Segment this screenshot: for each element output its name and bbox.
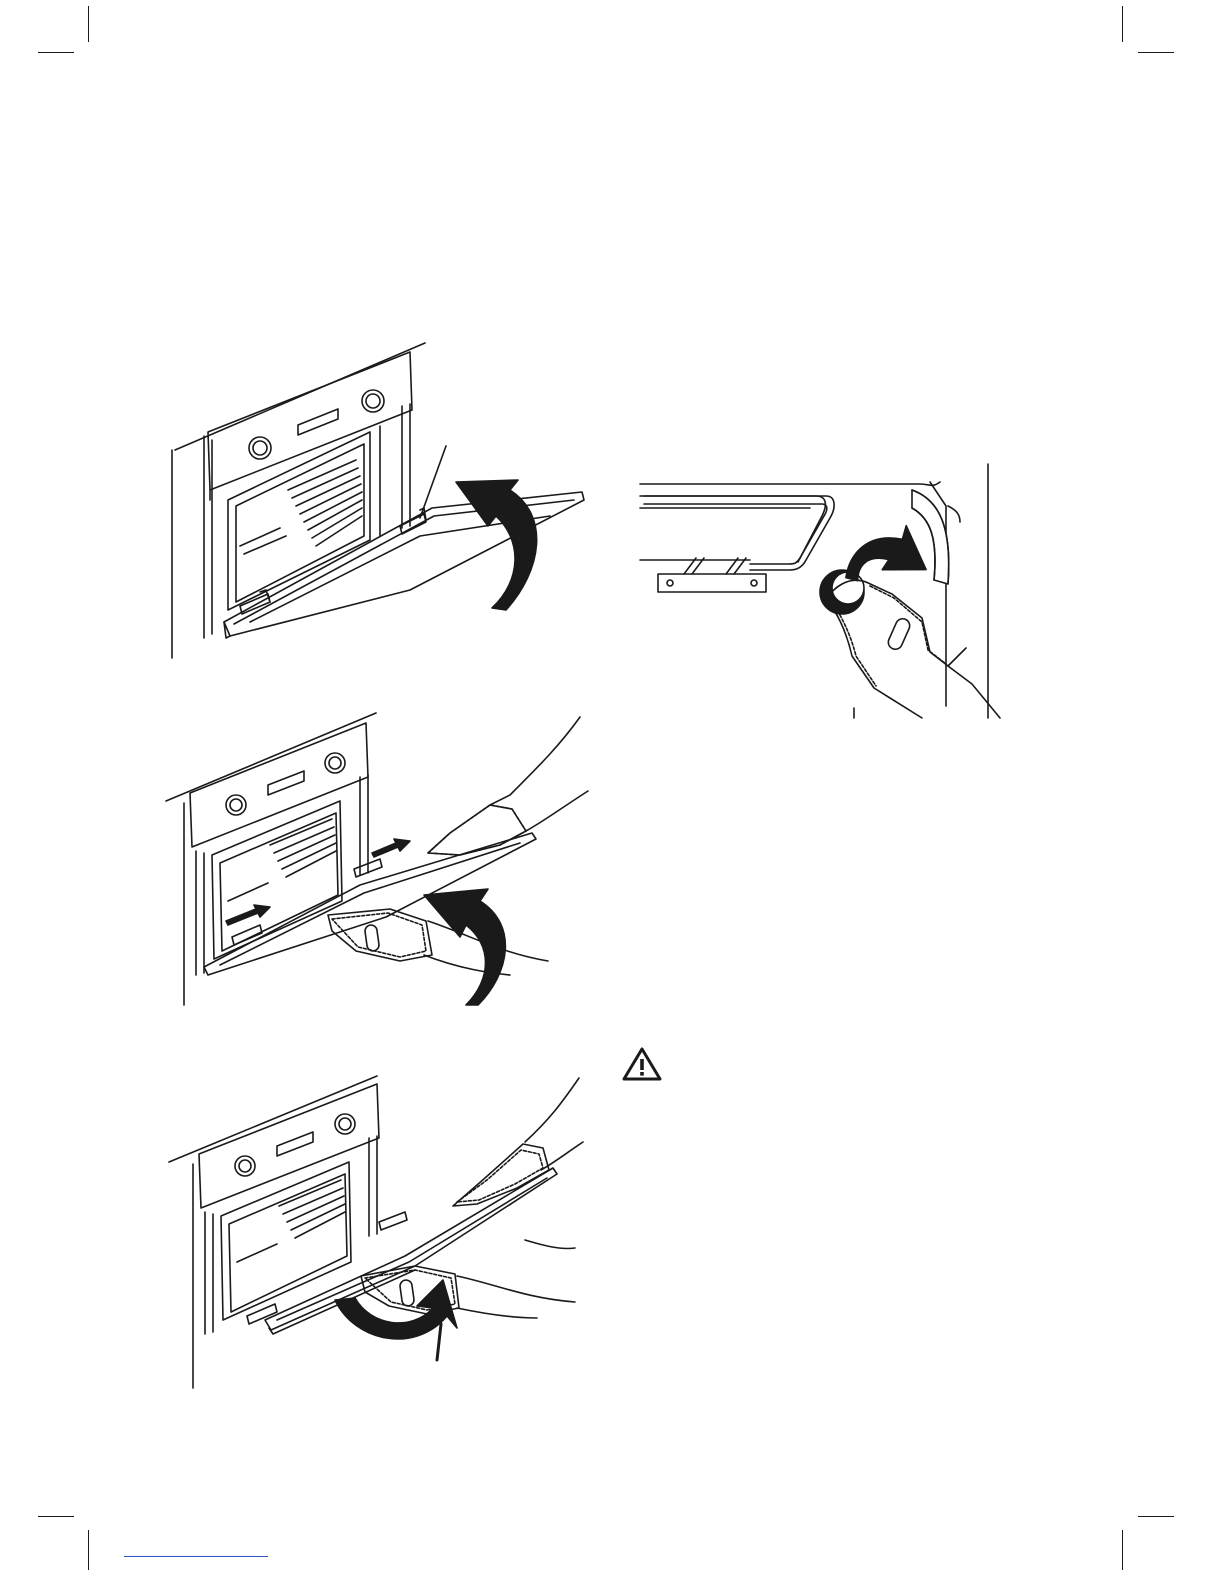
figure-door-slide-out [160,705,600,1015]
footer-link-underline [124,1556,268,1557]
crop-mark-bottom-right-h [1138,1516,1174,1517]
crop-mark-top-right-h [1138,52,1174,53]
crop-mark-bottom-right-v [1122,1530,1123,1570]
figure-door-hinge-levers [170,340,600,660]
figure-door-tilt-remove [165,1070,595,1390]
crop-mark-bottom-left-v [88,1530,89,1570]
crop-mark-top-left-v [88,6,89,42]
crop-mark-bottom-left-h [38,1516,74,1517]
crop-mark-top-right-v [1122,6,1123,42]
crop-mark-top-left-h [38,52,74,53]
warning-triangle-icon [622,1047,662,1081]
figure-shelf-support-removal [630,460,1010,722]
